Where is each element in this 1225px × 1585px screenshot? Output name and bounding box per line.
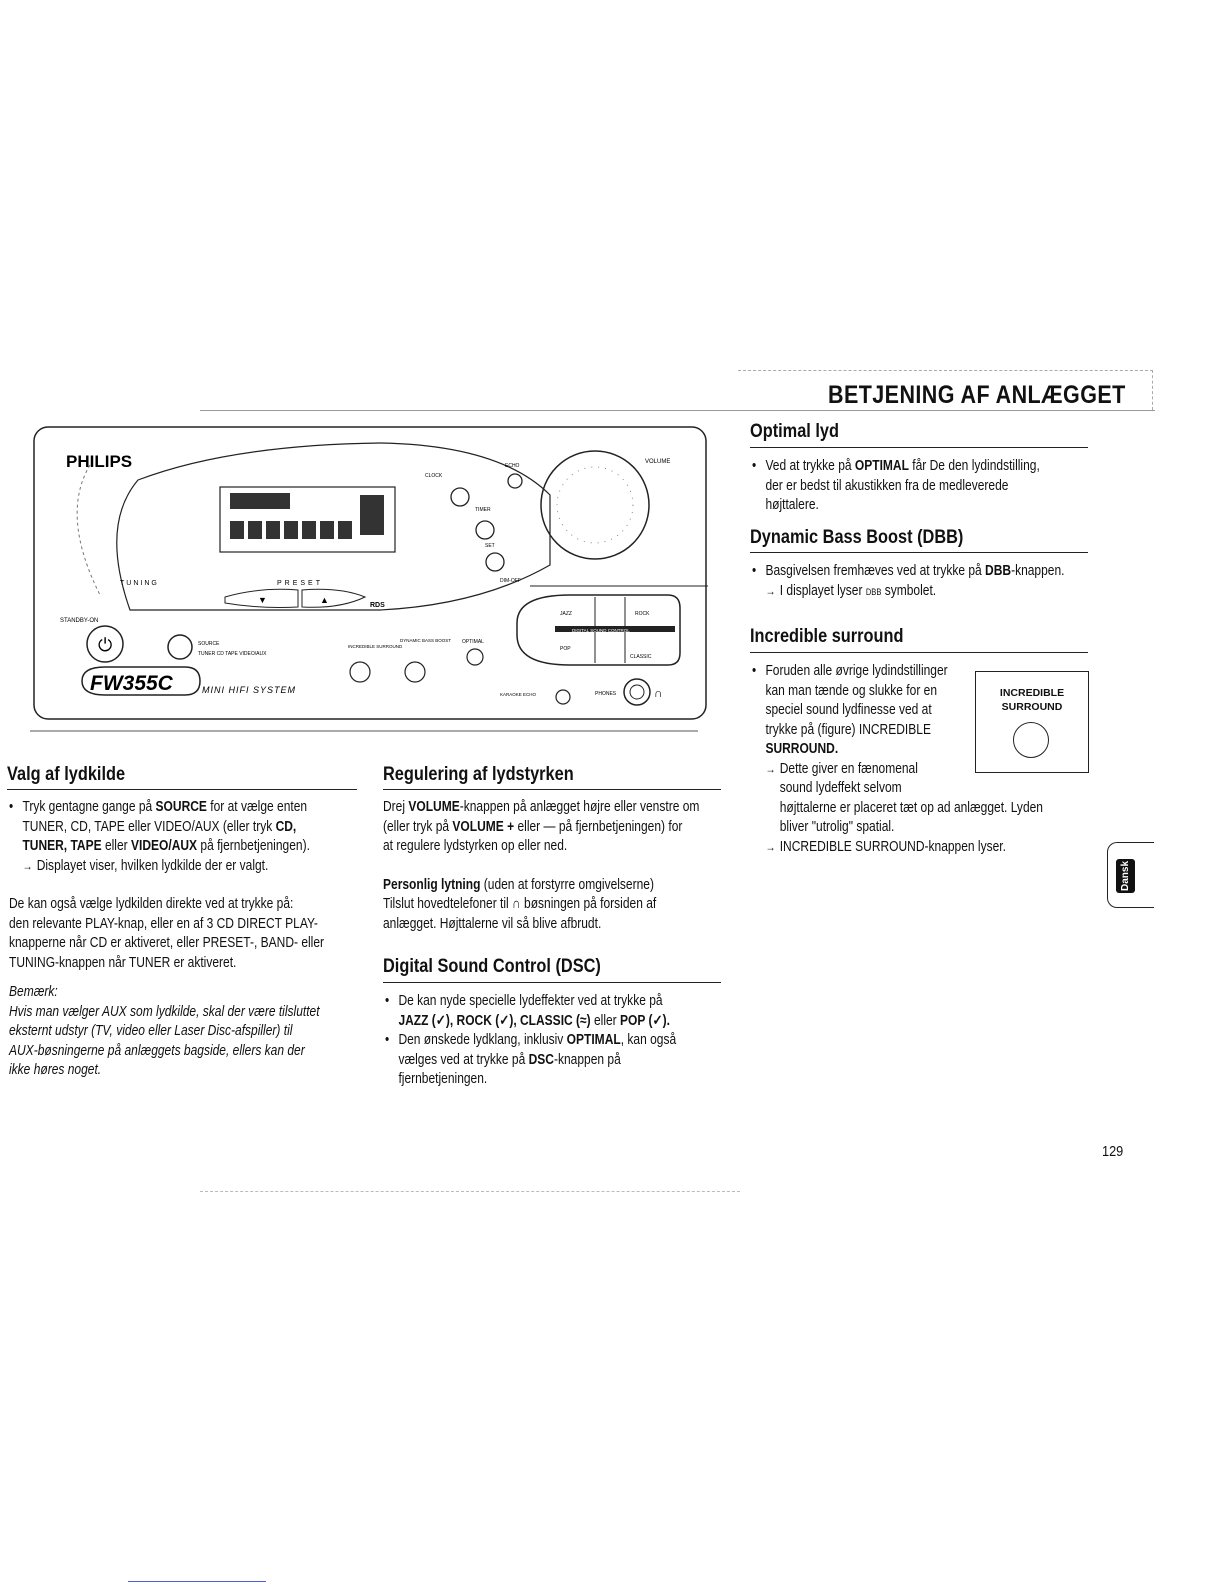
valg-heading: Valg af lydkilde [7, 764, 126, 785]
optimal-text: Ved at trykke på OPTIMAL får De den lydi… [752, 457, 1040, 516]
volume-label: VOLUME [645, 459, 670, 465]
dsc-rule [383, 982, 721, 983]
standby-button[interactable] [86, 625, 124, 663]
jazz-label[interactable]: JAZZ [560, 611, 572, 617]
source-button[interactable] [167, 634, 193, 660]
device-illustration: PHILIPS TUNING PRESET ▼ ▲ RDS STANDBY-ON… [30, 425, 720, 740]
svg-text:▲: ▲ [320, 595, 329, 605]
page-number: 129 [1102, 1143, 1124, 1160]
regulering-text: Drej VOLUME-knappen på anlægget højre el… [383, 799, 700, 932]
optimal-label: OPTIMAL [462, 639, 484, 645]
header-rule [200, 410, 1155, 411]
phones-jack[interactable] [623, 678, 651, 706]
language-tab [1116, 859, 1135, 893]
optimal-heading: Optimal lyd [750, 421, 839, 442]
incredible-device-label: INCREDIBLE SURROUND [348, 644, 403, 649]
echo-knob[interactable] [507, 473, 523, 489]
svg-text:▼: ▼ [258, 595, 267, 605]
header-rule-right [1152, 370, 1153, 410]
incredible-surround-figure-label: INCREDIBLE SURROUND [999, 687, 1065, 713]
pop-label[interactable]: POP [560, 646, 571, 652]
optimal-rule [750, 447, 1088, 448]
incredible-heading: Incredible surround [750, 626, 904, 647]
dsc-panel: DIGITAL SOUND CONTROL JAZZ ROCK POP CLAS… [516, 594, 681, 666]
dsc-heading: Digital Sound Control (DSC) [383, 956, 601, 977]
timer-label: TIMER [475, 507, 491, 513]
language-tab-label: Dansk [1120, 861, 1131, 892]
headphone-icon: ∩ [512, 896, 525, 912]
model-name: FW355C [90, 672, 174, 695]
rock-label[interactable]: ROCK [635, 611, 650, 617]
incredible-rule [750, 652, 1088, 653]
dbb-text: Basgivelsen fremhæves ved at trykke på D… [752, 562, 1064, 602]
tuning-label: TUNING [120, 580, 159, 587]
standby-label: STANDBY-ON [60, 618, 98, 624]
bottom-scan-rule [200, 1191, 740, 1192]
source-label: SOURCE [198, 641, 220, 647]
dbb-rule [750, 552, 1088, 553]
model-sub: MINI HIFI SYSTEM [202, 685, 296, 695]
brand-logo: PHILIPS [66, 452, 132, 471]
valg-text: Tryk gentagne gange på SOURCE for at væl… [9, 798, 324, 1081]
preset-button-right[interactable]: ▲ [301, 588, 367, 608]
volume-knob[interactable] [540, 450, 650, 560]
language-tab-frame [1107, 842, 1154, 908]
page-header-title: BETJENING AF ANLÆGGET [828, 381, 1126, 409]
headphone-icon: ∩ [654, 686, 663, 700]
regulering-rule [383, 789, 721, 790]
set-button[interactable] [485, 552, 505, 572]
set-label: SET [485, 543, 495, 549]
dsc-label: DIGITAL SOUND CONTROL [572, 628, 630, 633]
incredible-text: Foruden alle øvrige lydindstillinger kan… [752, 662, 1043, 857]
timer-button[interactable] [475, 520, 495, 540]
bottom-link-rule [128, 1581, 266, 1582]
optimal-button[interactable] [466, 648, 484, 666]
valg-rule [7, 789, 357, 790]
source-sub-label: TUNER CD TAPE VIDEO/AUX [198, 651, 267, 657]
phones-label: PHONES [595, 691, 617, 697]
karaoke-label: KARAOKE ECHO [500, 692, 537, 697]
dbb-heading: Dynamic Bass Boost (DBB) [750, 527, 964, 548]
incredible-device-button[interactable] [349, 661, 371, 683]
dbb-label: DYNAMIC BASS BOOST [400, 638, 451, 643]
preset-button-left[interactable]: ▼ [224, 588, 299, 608]
karaoke-button[interactable] [555, 689, 571, 705]
clock-label: CLOCK [425, 473, 443, 479]
preset-label: PRESET [277, 580, 323, 587]
header-rule-top [738, 370, 1153, 371]
rds-label: RDS [370, 602, 385, 609]
dbb-button[interactable] [404, 661, 426, 683]
echo-label: ECHO [505, 463, 520, 469]
clock-button[interactable] [450, 487, 470, 507]
dsc-text: De kan nyde specielle lydeffekter ved at… [385, 992, 676, 1090]
incredible-surround-figure [975, 671, 1089, 773]
classic-label[interactable]: CLASSIC [630, 654, 652, 660]
dim-label: DIM-OFF [500, 578, 521, 584]
regulering-heading: Regulering af lydstyrken [383, 764, 574, 785]
power-icon: ⏻ [98, 635, 112, 655]
incredible-surround-button[interactable] [1013, 722, 1049, 758]
